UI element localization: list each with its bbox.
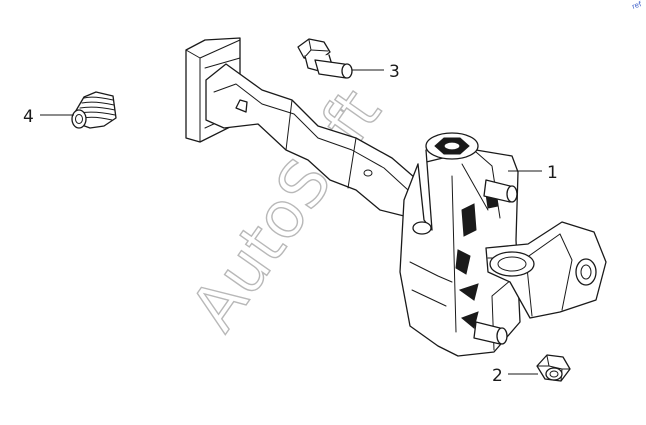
part-4-stopper — [71, 91, 117, 129]
callout-4: 4 — [23, 107, 34, 127]
door-bracket — [485, 221, 607, 319]
part-1-door-check — [185, 37, 607, 357]
callout-2: 2 — [492, 366, 503, 386]
corner-mark: ref — [631, 0, 643, 11]
part-3-bolt — [297, 38, 353, 79]
callout-1: 1 — [547, 163, 558, 183]
part-2-nut — [536, 354, 571, 382]
callout-3: 3 — [389, 62, 400, 82]
